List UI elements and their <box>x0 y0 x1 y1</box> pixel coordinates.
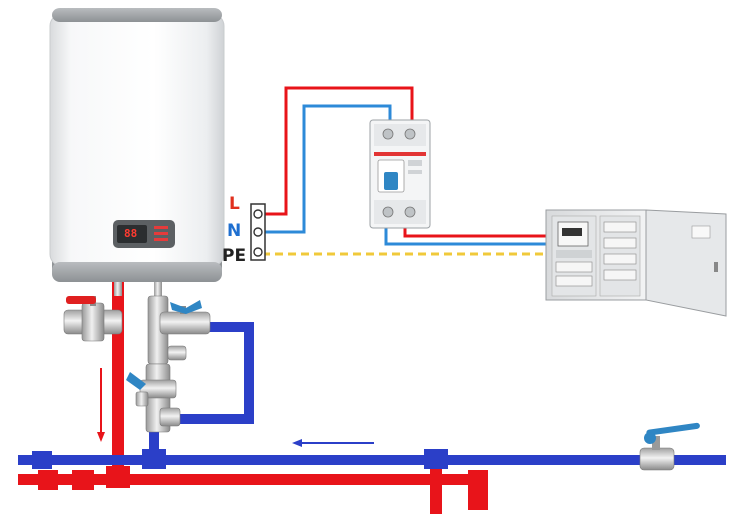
hot-water-drop <box>430 464 442 514</box>
hot-water-main <box>18 474 484 485</box>
hot-water-end <box>468 470 488 510</box>
cold-water-tee-left <box>32 451 52 469</box>
cold-water-tee-right <box>424 449 448 469</box>
flow-arrow-icon <box>97 368 105 442</box>
flow-arrow-icon <box>292 439 374 447</box>
terminal-block <box>250 203 266 261</box>
plumbing <box>18 282 726 514</box>
neutral-terminal-label: N <box>227 221 242 241</box>
cold-water-loop-right <box>244 322 254 423</box>
ball-valve-icon <box>147 295 211 365</box>
cold-water-tee-center <box>142 449 166 469</box>
earth-terminal-label: PE <box>222 246 247 266</box>
cold-water-riser <box>149 430 159 455</box>
rcd-breaker-icon <box>369 119 431 229</box>
heater-temperature-readout: 88 <box>124 227 138 240</box>
hot-water-tee-left <box>38 470 58 490</box>
live-wire <box>262 86 414 216</box>
hot-water-tee-mid <box>72 470 94 490</box>
water-heater-icon <box>49 8 225 296</box>
distribution-panel-icon <box>545 209 727 317</box>
ball-valve-icon <box>126 363 181 433</box>
wiring <box>262 86 546 256</box>
neutral-wire <box>262 104 392 234</box>
cold-water-main <box>18 455 726 465</box>
cold-water-loop-bottom <box>168 414 254 424</box>
live-terminal-label: L <box>229 194 240 214</box>
ball-valve-icon <box>639 422 700 471</box>
live-wire-out <box>403 226 546 238</box>
hot-water-tee-center <box>106 466 130 488</box>
ball-valve-icon <box>63 296 123 342</box>
cold-water-loop-top <box>186 322 254 332</box>
neutral-wire-out <box>384 226 546 246</box>
